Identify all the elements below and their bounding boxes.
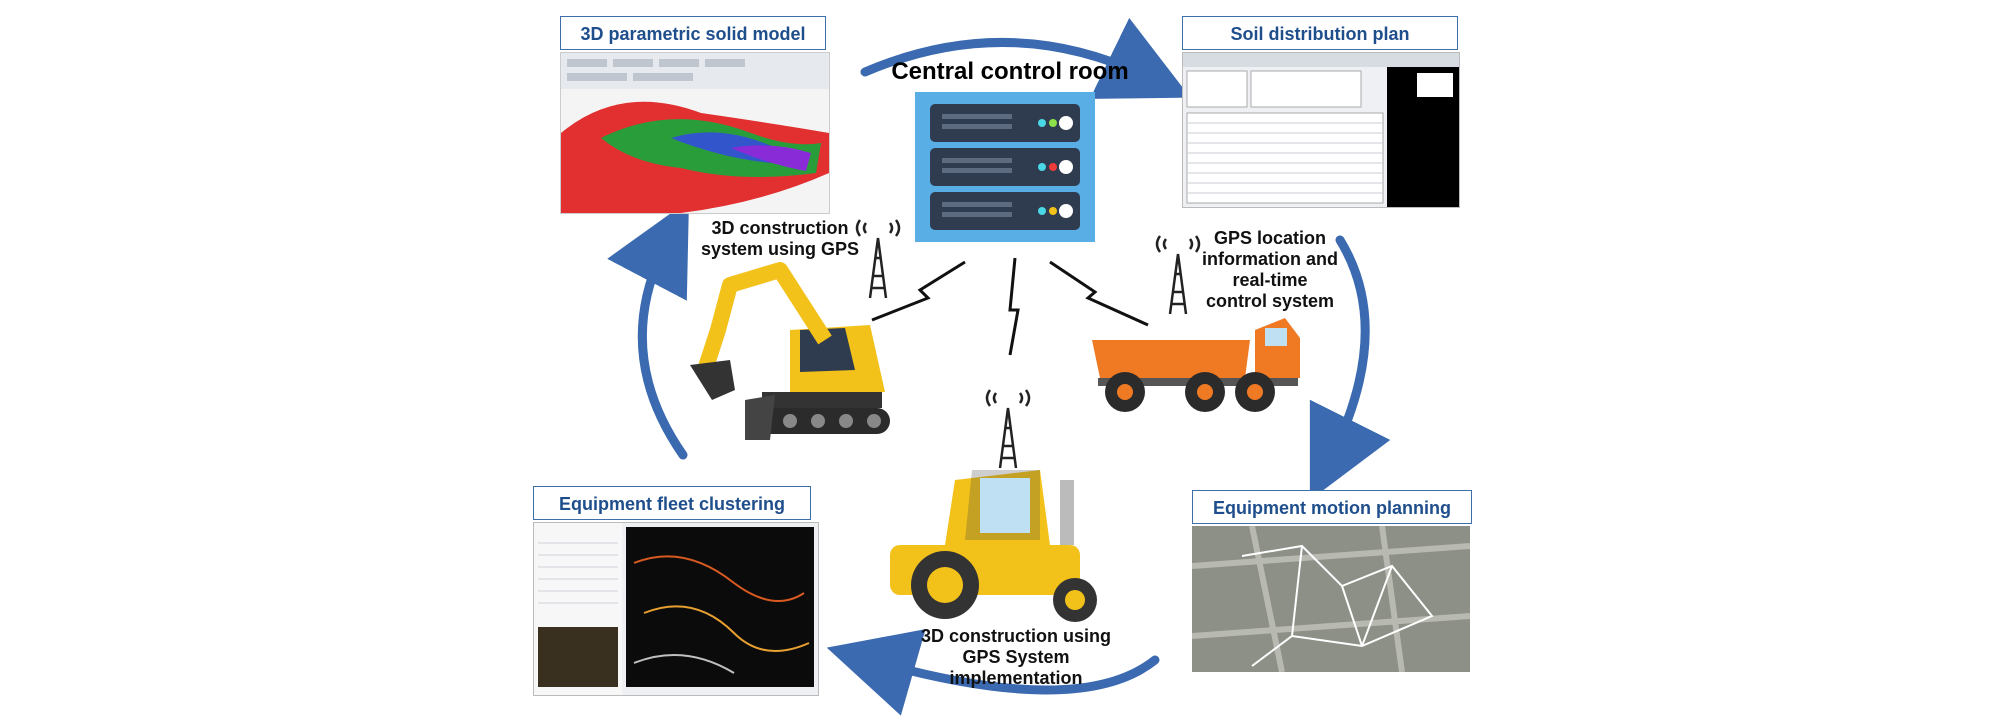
excavator-icon xyxy=(690,262,890,440)
node-title-solid-model: 3D parametric solid model xyxy=(560,16,826,50)
label-line: system using GPS xyxy=(700,239,860,259)
antenna-tower-icon xyxy=(855,219,1201,469)
cycle-arrow-icon xyxy=(607,17,1391,716)
node-title-motion-planning: Equipment motion planning xyxy=(1192,490,1472,524)
motion-planning-panel xyxy=(1192,526,1470,672)
server-icon xyxy=(915,92,1095,242)
label-line: 3D construction xyxy=(711,218,849,238)
road-roller-icon xyxy=(890,470,1097,622)
label-line: control system xyxy=(1205,291,1335,311)
label-construction-gps: 3D construction system using GPS xyxy=(680,218,880,260)
label-line: implementation xyxy=(949,668,1083,688)
label-gps-location: GPS location information and real-time c… xyxy=(1190,228,1350,312)
node-title-soil-plan: Soil distribution plan xyxy=(1182,16,1458,50)
center-title: Central control room xyxy=(891,58,1129,85)
node-title-fleet-clustering: Equipment fleet clustering xyxy=(533,486,811,520)
lightning-signal-icon xyxy=(871,257,1149,356)
solid-model-panel xyxy=(560,52,830,214)
soil-plan-panel xyxy=(1182,52,1460,208)
label-line: GPS location xyxy=(1213,228,1327,248)
label-line: real-time xyxy=(1232,270,1308,290)
label-line: information and xyxy=(1202,249,1338,269)
dump-truck-icon xyxy=(1092,318,1300,412)
label-line: GPS System xyxy=(962,647,1070,667)
fleet-clustering-panel xyxy=(533,522,819,696)
label-line: 3D construction using xyxy=(920,626,1111,646)
label-implementation: 3D construction using GPS System impleme… xyxy=(906,626,1126,689)
